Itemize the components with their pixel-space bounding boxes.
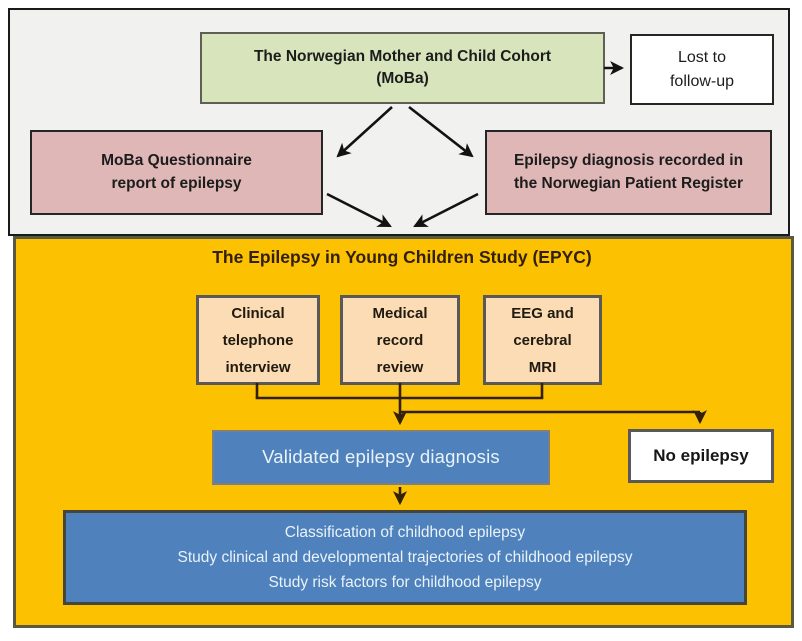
eeg-mri-box: EEG and cerebral MRI — [483, 295, 602, 385]
method3-line3: MRI — [528, 358, 557, 376]
register-line1: Epilepsy diagnosis recorded in — [513, 152, 744, 170]
clinical-interview-box: Clinical telephone interview — [196, 295, 320, 385]
moba-questionnaire-box: MoBa Questionnaire report of epilepsy — [30, 130, 323, 215]
moba-cohort-line1: The Norwegian Mother and Child Cohort — [253, 47, 552, 65]
method2-line3: review — [376, 358, 424, 376]
outcomes-line1: Classification of childhood epilepsy — [284, 523, 526, 541]
method1-line2: telephone — [222, 331, 294, 349]
medical-record-box: Medical record review — [340, 295, 460, 385]
method2-line2: record — [376, 331, 424, 349]
lost-to-follow-up-box: Lost to follow-up — [630, 34, 774, 105]
register-line2: the Norwegian Patient Register — [513, 174, 744, 192]
patient-register-box: Epilepsy diagnosis recorded in the Norwe… — [485, 130, 772, 215]
method1-line3: interview — [225, 358, 291, 376]
outcomes-line2: Study clinical and developmental traject… — [177, 548, 633, 566]
no-epilepsy-box: No epilepsy — [628, 429, 774, 483]
method1-line1: Clinical — [231, 304, 285, 322]
lost-line2: follow-up — [669, 72, 735, 90]
moba-cohort-line2: (MoBa) — [376, 70, 429, 87]
method3-line1: EEG and — [511, 304, 574, 322]
questionnaire-line2: report of epilepsy — [111, 174, 242, 192]
validated-label: Validated epilepsy diagnosis — [262, 446, 500, 468]
lost-line1: Lost to — [677, 49, 727, 67]
method3-line2: cerebral — [513, 331, 572, 349]
study-outcomes-box: Classification of childhood epilepsy Stu… — [63, 510, 747, 605]
questionnaire-line1: MoBa Questionnaire — [101, 152, 252, 170]
moba-cohort-box: The Norwegian Mother and Child Cohort (M… — [200, 32, 605, 104]
outcomes-line3: Study risk factors for childhood epileps… — [268, 574, 542, 592]
epyc-panel-title: The Epilepsy in Young Children Study (EP… — [212, 247, 592, 267]
no-epilepsy-label: No epilepsy — [653, 445, 749, 465]
method2-line1: Medical — [372, 304, 428, 322]
validated-diagnosis-box: Validated epilepsy diagnosis — [212, 430, 550, 485]
